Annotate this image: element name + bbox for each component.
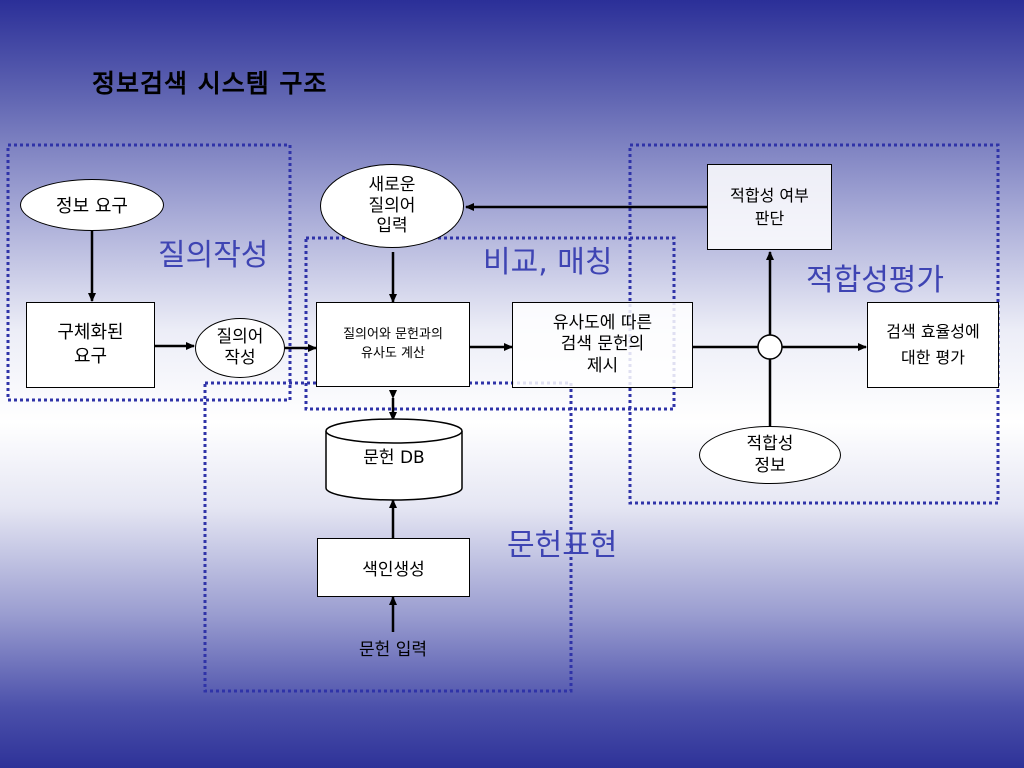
document-db-label: 문헌 DB (363, 448, 425, 468)
group-label-document-representation: 문헌표현 (507, 528, 618, 563)
effectiveness-eval-box: 검색 효율성에 대한 평가 (867, 302, 999, 388)
group-label-query-formulation: 질의작성 (158, 238, 269, 273)
document-input-label: 문헌 입력 (359, 640, 427, 660)
group-label-relevance-evaluation: 적합성평가 (806, 263, 944, 298)
group-label-comparison-matching: 비교, 매칭 (483, 245, 613, 280)
query-writing-ellipse: 질의어 작성 (195, 318, 285, 378)
comparison-matching-frame (304, 236, 676, 411)
similarity-calc-box: 질의어와 문헌과의 유사도 계산 (316, 302, 470, 387)
page-title: 정보검색 시스템 구조 (92, 69, 328, 98)
concrete-need-box: 구체화된 요구 (26, 302, 155, 388)
document-db-cylinder (325, 418, 463, 501)
ranked-docs-box: 유사도에 따른 검색 문헌의 제시 (512, 302, 693, 388)
info-need-ellipse: 정보 요구 (20, 179, 164, 231)
new-query-input-ellipse: 새로운 질의어 입력 (320, 164, 464, 248)
index-generation-box: 색인생성 (317, 538, 470, 597)
junction-circle (757, 334, 783, 360)
query-formulation-frame (6, 143, 292, 402)
relevance-judgment-box: 적합성 여부 판단 (707, 164, 832, 250)
relevance-info-ellipse: 적합성 정보 (699, 426, 841, 484)
